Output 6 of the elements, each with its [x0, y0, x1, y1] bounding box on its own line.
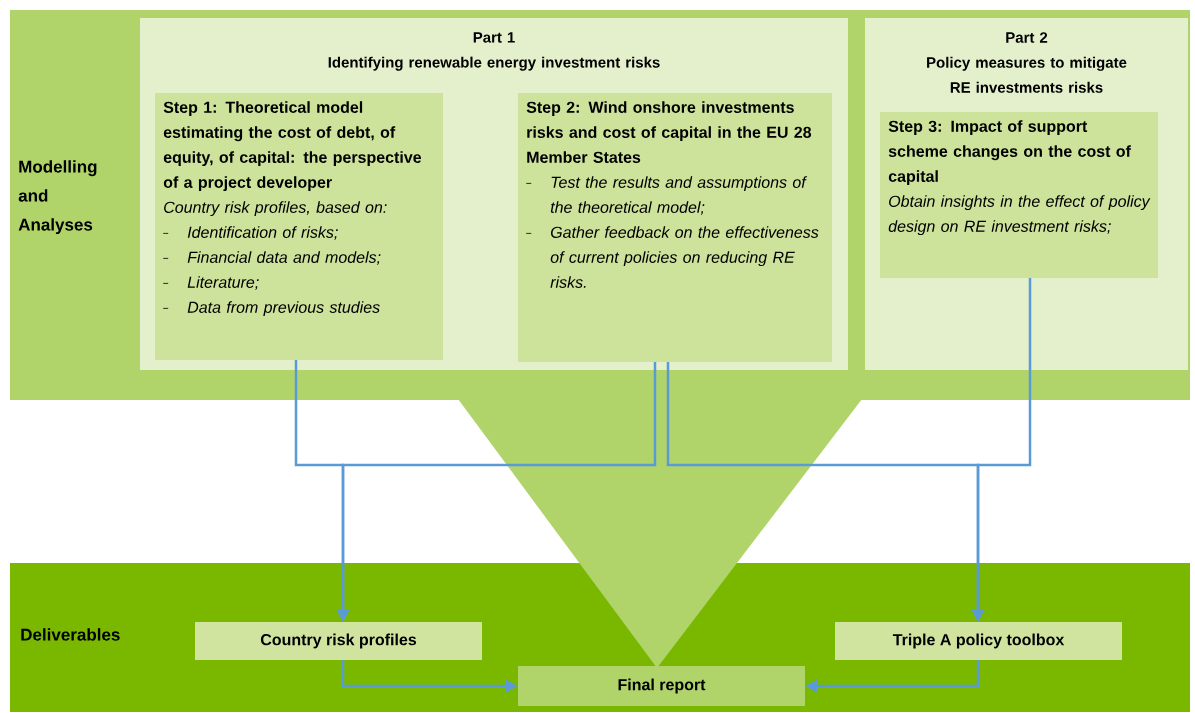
step-box: Step 2: Wind onshore investments risks and cost of capital in the EU 28 Member States Test the results and assumptions of the theoretical model; Gather feedback on the effectiveness of current policies on reducing RE risks.	[518, 93, 832, 362]
step-box: Step 3: Impact of support scheme changes on the cost of capital Obtain insights in the effect of policy design on RE investment risks;	[880, 112, 1158, 278]
deliverable-box: Country risk profiles	[195, 622, 482, 660]
deliverable-box: Triple A policy toolbox	[835, 622, 1122, 660]
step-box: Step 1: Theoretical model estimating the cost of debt, of equity, of capital: the perspective of a project developer Country risk profiles, based on: Identification of risks; Financial data and models; Literature; Data from previous studies	[155, 93, 443, 360]
report-box: Final report	[518, 666, 805, 706]
